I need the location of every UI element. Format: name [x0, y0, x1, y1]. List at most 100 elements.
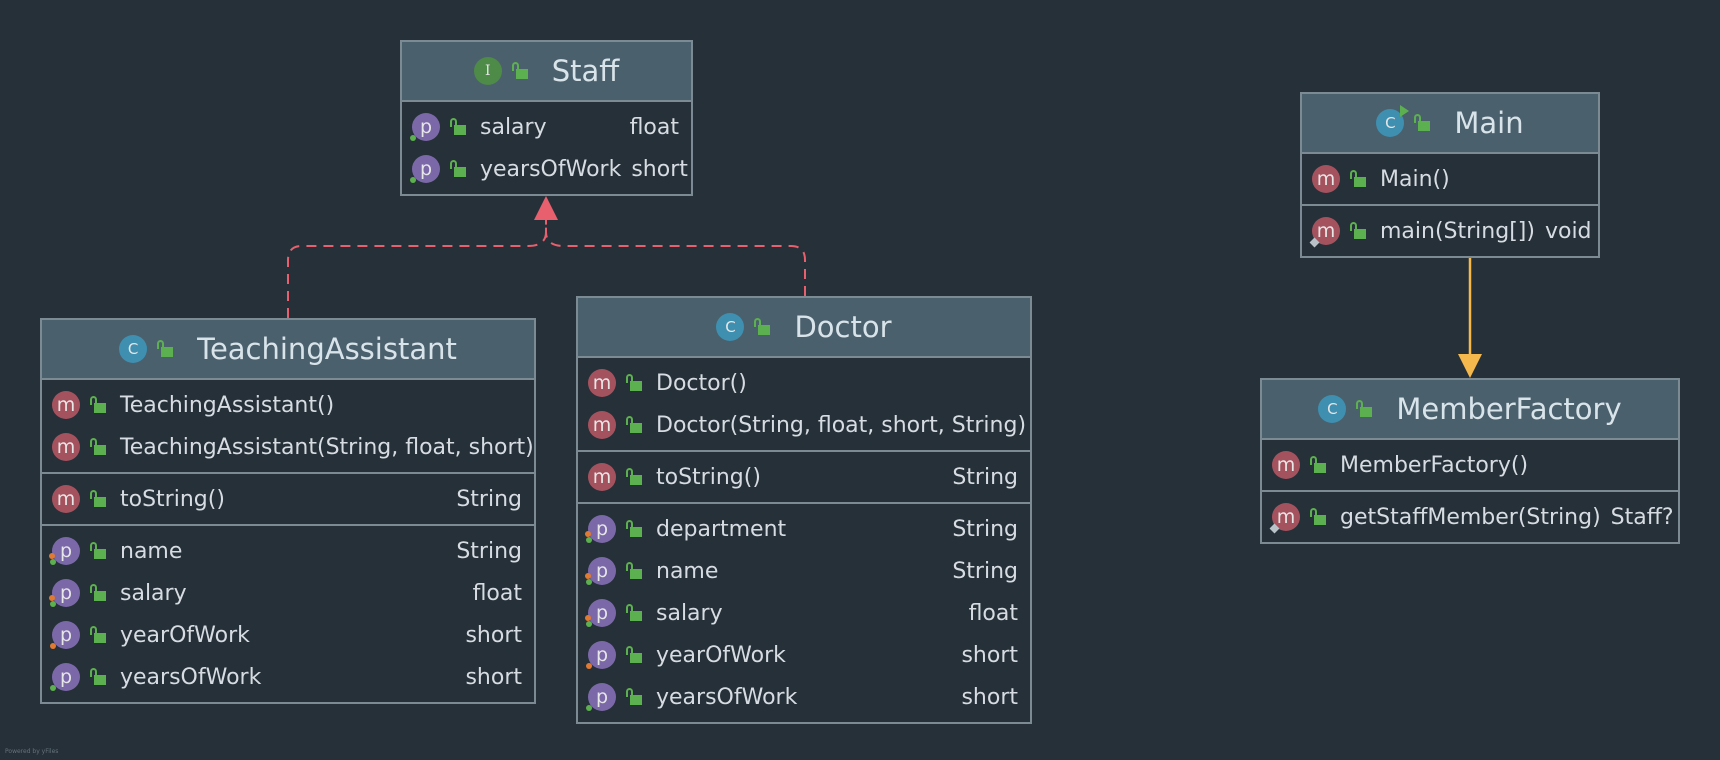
method-icon: m: [1272, 451, 1300, 479]
interface-icon: I: [473, 57, 502, 85]
field-marker-icon: [49, 553, 55, 559]
member-type: void: [1544, 218, 1592, 244]
field-marker-icon: [586, 663, 592, 669]
member-name: yearOfWork: [120, 622, 250, 648]
property-icon: p: [410, 113, 440, 141]
class-header[interactable]: I Staff: [402, 42, 691, 102]
implements-arrowhead: [534, 196, 558, 220]
field-marker-icon: [50, 643, 56, 649]
class-title: Staff: [551, 54, 620, 88]
method-row[interactable]: m Main(): [1302, 158, 1598, 200]
member-name: name: [120, 538, 183, 564]
class-header[interactable]: C Main: [1302, 94, 1598, 154]
public-lock-icon: [626, 416, 642, 434]
property-icon: p: [50, 621, 80, 649]
method-row[interactable]: m main(String[]) void: [1302, 210, 1598, 252]
class-title: Main: [1454, 106, 1524, 140]
member-name: salary: [120, 580, 187, 606]
member-type: float: [472, 580, 522, 606]
public-lock-icon: [626, 374, 642, 392]
method-icon: m: [1312, 165, 1340, 193]
property-row[interactable]: p salary float: [42, 572, 534, 614]
member-name: getStaffMember(String): [1340, 504, 1601, 530]
member-name: yearsOfWork: [480, 156, 622, 182]
public-lock-icon: [157, 340, 174, 358]
property-icon: p: [49, 579, 80, 607]
method-icon: m: [1269, 503, 1300, 534]
property-row[interactable]: p salary float: [578, 592, 1030, 634]
member-name: salary: [480, 114, 547, 140]
static-marker-icon: [1309, 237, 1320, 248]
public-lock-icon: [626, 646, 642, 664]
member-name: department: [656, 516, 787, 542]
getter-marker-icon: [586, 621, 592, 627]
getter-marker-icon: [586, 537, 592, 543]
class-icon: C: [716, 313, 745, 341]
public-lock-icon: [1356, 400, 1373, 418]
class-icon: C: [1376, 105, 1410, 137]
method-icon: m: [1309, 217, 1340, 248]
class-header[interactable]: C MemberFactory: [1262, 380, 1678, 440]
static-marker-icon: [1269, 523, 1280, 534]
member-type: Staff?: [1610, 504, 1674, 530]
class-icon: C: [119, 335, 148, 363]
member-name: salary: [656, 600, 723, 626]
getter-marker-icon: [50, 601, 56, 607]
public-lock-icon: [626, 520, 642, 538]
method-row[interactable]: m getStaffMember(String) Staff?: [1262, 496, 1678, 538]
public-lock-icon: [626, 604, 642, 622]
member-name: yearOfWork: [656, 642, 786, 668]
field-marker-icon: [585, 573, 591, 579]
field-marker-icon: [585, 531, 591, 537]
getter-marker-icon: [586, 705, 592, 711]
member-name: main(String[]): [1380, 218, 1535, 244]
public-lock-icon: [1310, 456, 1326, 474]
property-icon: p: [585, 557, 616, 585]
member-name: yearsOfWork: [656, 684, 798, 710]
member-name: yearsOfWork: [120, 664, 262, 690]
method-row[interactable]: m Doctor(): [578, 362, 1030, 404]
public-lock-icon: [511, 62, 528, 80]
member-type: float: [968, 600, 1018, 626]
member-section: m main(String[]) void: [1302, 204, 1598, 256]
class-icon: C: [1318, 395, 1347, 423]
property-icon: p: [585, 599, 616, 627]
class-title: MemberFactory: [1396, 392, 1622, 426]
class-node-main[interactable]: C Main m Main() m main(String[]) void: [1300, 92, 1600, 258]
public-lock-icon: [450, 160, 466, 178]
member-name: Doctor(): [656, 370, 747, 396]
public-lock-icon: [1350, 170, 1366, 188]
method-icon: m: [52, 485, 80, 513]
runnable-icon: [1400, 105, 1410, 117]
member-name: Main(): [1380, 166, 1450, 192]
method-icon: m: [588, 369, 616, 397]
